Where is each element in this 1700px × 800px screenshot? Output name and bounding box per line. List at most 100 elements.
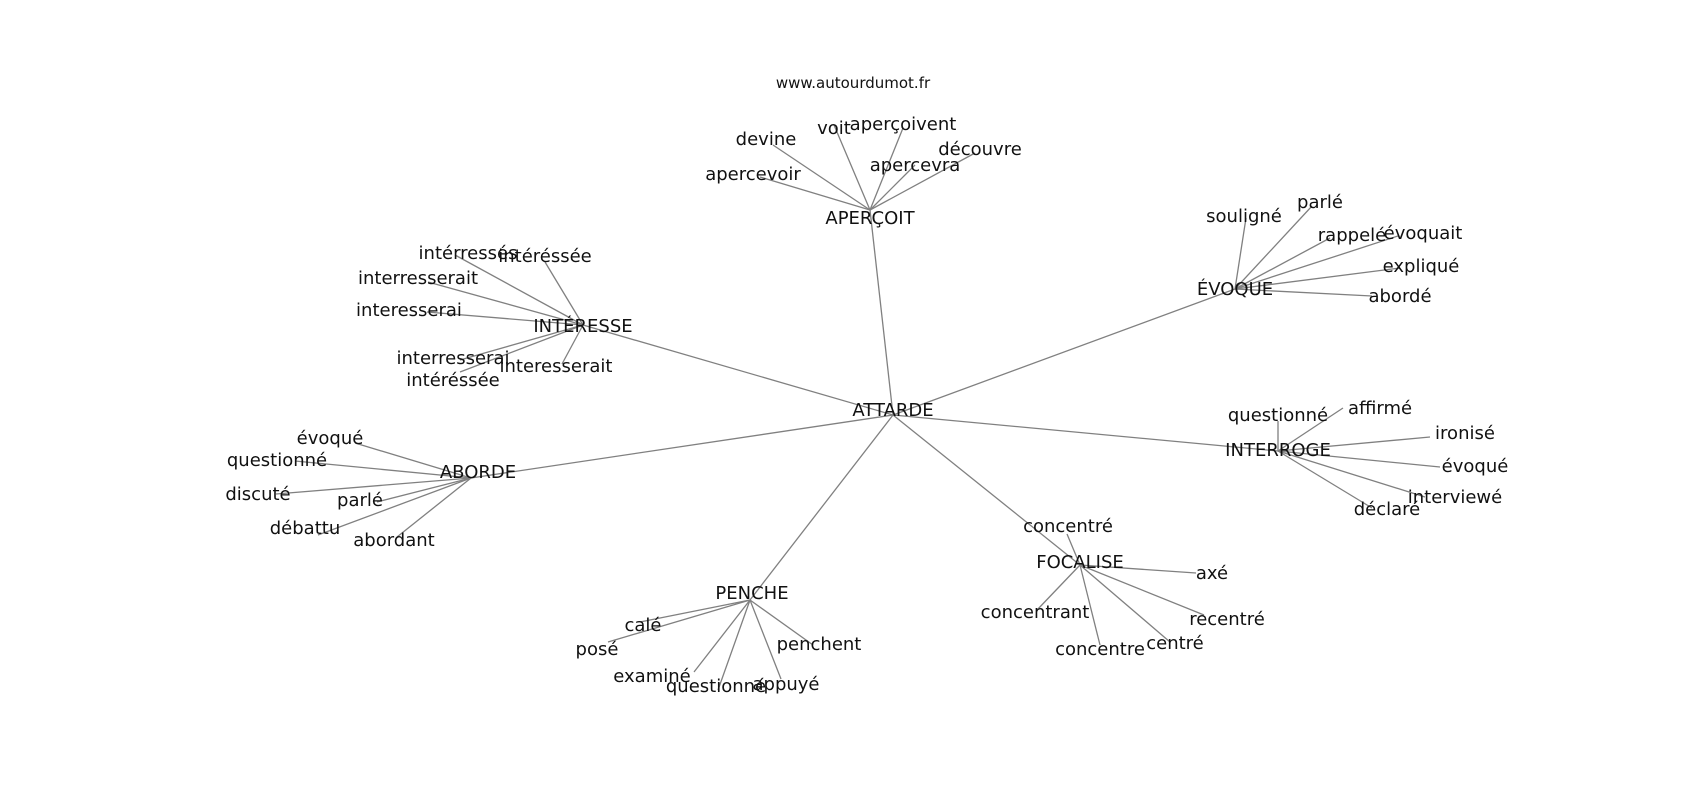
word-node-label: évoqué <box>297 428 364 449</box>
leaf-edge <box>1234 235 1399 290</box>
leaf-edge <box>1234 288 1373 297</box>
word-node-label: interresserait <box>358 268 478 289</box>
leaf-edge <box>1277 436 1431 452</box>
word-node-label: concentré <box>1023 516 1113 537</box>
leaf-edge <box>1079 564 1171 643</box>
word-node-label: calé <box>624 615 661 636</box>
leaf-edge <box>275 477 472 495</box>
word-node-label: aperçoivent <box>850 114 957 135</box>
leaf-edge <box>1234 205 1313 290</box>
word-node-label: interesserait <box>500 356 613 377</box>
word-node-label: interesserai <box>356 300 462 321</box>
leaf-edge <box>833 124 871 211</box>
cluster-node-label: INTERROGE <box>1225 440 1331 461</box>
leaf-edge <box>1079 564 1101 646</box>
leaf-edge <box>869 164 916 211</box>
word-node-label: examiné <box>613 666 690 687</box>
root-edge <box>892 414 1279 452</box>
leaf-edge <box>869 127 904 211</box>
cluster-node-label: FOCALISE <box>1036 552 1124 573</box>
word-node-label: intérressés <box>419 243 518 264</box>
word-node-label: concentrant <box>981 602 1090 623</box>
word-node-label: débattu <box>270 518 340 539</box>
leaf-edge <box>639 599 751 623</box>
cluster-node-label: ABORDE <box>440 462 516 483</box>
cluster-node-label: PENCHE <box>715 583 788 604</box>
word-node-label: voit <box>817 118 851 139</box>
word-node-label: rappelé <box>1318 225 1386 246</box>
word-node-label: questionné <box>227 450 327 471</box>
leaf-edge <box>772 144 871 211</box>
word-node-label: penchent <box>777 634 862 655</box>
word-node-label: interresserai <box>397 348 510 369</box>
leaf-edge <box>749 599 782 680</box>
leaf-edge <box>1277 450 1441 468</box>
word-node-label: concentre <box>1055 639 1145 660</box>
leaf-edge <box>717 599 751 691</box>
word-node-label: axé <box>1196 563 1228 584</box>
leaf-edge <box>354 442 472 479</box>
leaf-edge <box>1079 564 1205 616</box>
leaf-edge <box>1277 450 1373 509</box>
leaf-edge <box>1036 564 1081 611</box>
leaf-edge <box>869 152 976 211</box>
leaf-edge <box>759 176 871 211</box>
word-node-label: abordé <box>1368 286 1431 307</box>
word-node-label: appuyé <box>752 674 819 695</box>
root-edge <box>749 414 894 601</box>
leaf-edge <box>396 477 472 538</box>
leaf-edge <box>426 311 584 326</box>
leaf-edge <box>459 324 584 361</box>
root-edge <box>892 414 1081 566</box>
word-node-label: expliqué <box>1383 256 1460 277</box>
leaf-edge <box>1234 237 1331 290</box>
word-node-label: parlé <box>1297 192 1343 213</box>
leaf-edge <box>427 281 584 326</box>
word-node-label: évoqué <box>1442 456 1509 477</box>
leaf-edge <box>1234 217 1247 290</box>
leaf-edge <box>1066 533 1081 566</box>
word-node-label: parlé <box>337 490 383 511</box>
root-edge <box>582 324 894 416</box>
graph-edges <box>275 124 1441 691</box>
root-edge <box>869 209 894 416</box>
word-node-label: devine <box>736 129 797 150</box>
word-node-label: apercevra <box>870 155 961 176</box>
root-edge <box>892 288 1236 416</box>
leaf-edge <box>693 599 751 673</box>
cluster-node-label: ÉVOQUE <box>1197 278 1273 300</box>
leaf-edge <box>294 460 472 479</box>
root-node-label: ATTARDE <box>852 400 933 421</box>
leaf-edge <box>376 477 472 503</box>
leaf-edge <box>1079 564 1197 574</box>
word-node-label: intéréssée <box>406 370 500 391</box>
word-node-label: interviewé <box>1408 487 1502 508</box>
leaf-edge <box>607 599 751 643</box>
leaf-edge <box>1277 450 1426 498</box>
cluster-node-label: APERÇOIT <box>825 208 915 229</box>
leaf-edge <box>749 599 814 646</box>
root-edge <box>470 414 894 479</box>
word-node-label: déclaré <box>1354 499 1421 520</box>
word-node-label: posé <box>576 639 619 660</box>
word-node-label: apercevoir <box>705 164 801 185</box>
word-node-label: évoquait <box>1384 223 1463 244</box>
leaf-edge <box>544 261 584 326</box>
leaf-edge <box>1277 407 1344 452</box>
word-node-label: discuté <box>225 484 290 505</box>
word-node-label: découvre <box>938 139 1022 160</box>
word-node-label: ironisé <box>1435 423 1495 444</box>
word-node-label: questionné <box>1228 405 1328 426</box>
leaf-edge <box>561 324 584 365</box>
cluster-node-label: INTÉRESSE <box>533 315 632 337</box>
word-node-label: questionné <box>666 676 766 697</box>
word-node-label: abordant <box>353 530 434 551</box>
source-url: www.autourdumot.fr <box>776 74 931 92</box>
word-node-label: souligné <box>1206 206 1282 227</box>
leaf-edge <box>317 477 472 536</box>
leaf-edge <box>1234 267 1401 290</box>
leaf-edge <box>459 324 584 373</box>
word-node-label: recentré <box>1189 609 1265 630</box>
leaf-edge <box>454 254 584 326</box>
